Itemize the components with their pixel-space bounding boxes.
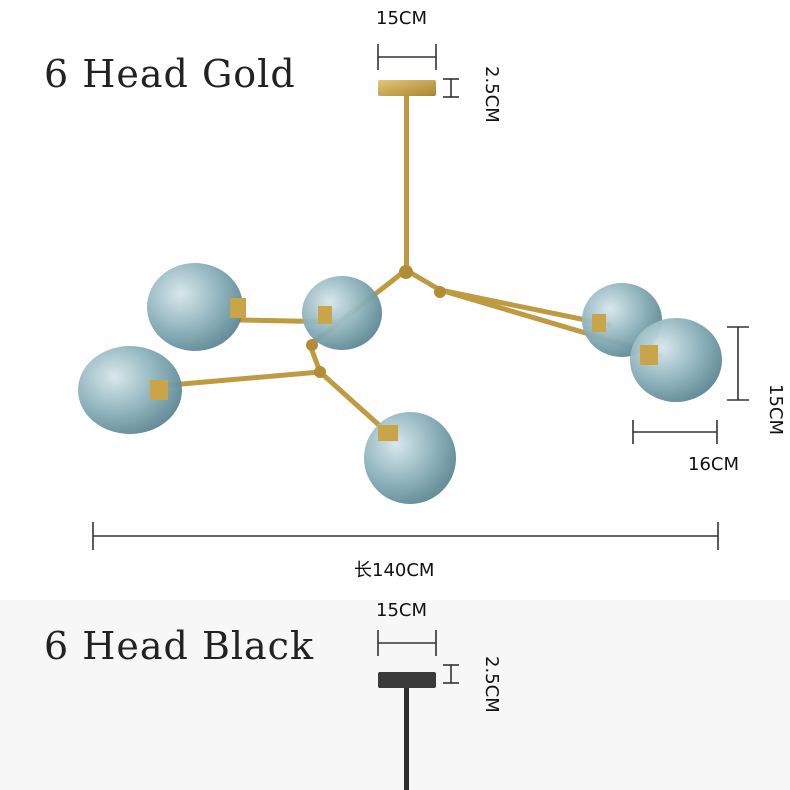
- lower-panel-background: [0, 600, 790, 790]
- black-canopy: [378, 672, 436, 688]
- gold-arms: [167, 267, 663, 438]
- glass-globe: [630, 318, 722, 402]
- gold-title: 6 Head Gold: [44, 52, 296, 96]
- black-canopy-height-label: 2.5CM: [481, 656, 502, 713]
- gold-canopy: [378, 80, 436, 96]
- dimension-lines-gold: [92, 44, 749, 550]
- dimension-lines-black: [377, 630, 459, 684]
- glass-globe: [302, 276, 382, 350]
- gold-globe-width-label: 16CM: [688, 454, 740, 475]
- gold-canopy-height-label: 2.5CM: [481, 66, 502, 123]
- glass-globe: [147, 263, 246, 351]
- black-chandelier: [378, 672, 436, 790]
- gold-chandelier: [78, 80, 722, 504]
- gold-overall-length-label: 长140CM: [354, 560, 435, 581]
- gold-rod: [404, 96, 409, 270]
- black-rod: [404, 688, 409, 790]
- black-title: 6 Head Black: [44, 624, 314, 668]
- gold-globe-height-label: 15CM: [765, 384, 786, 436]
- glass-globe: [364, 412, 456, 504]
- glass-globe: [78, 346, 182, 434]
- black-canopy-width-label: 15CM: [376, 600, 428, 621]
- gold-joints: [306, 265, 446, 378]
- gold-canopy-width-label: 15CM: [376, 8, 428, 29]
